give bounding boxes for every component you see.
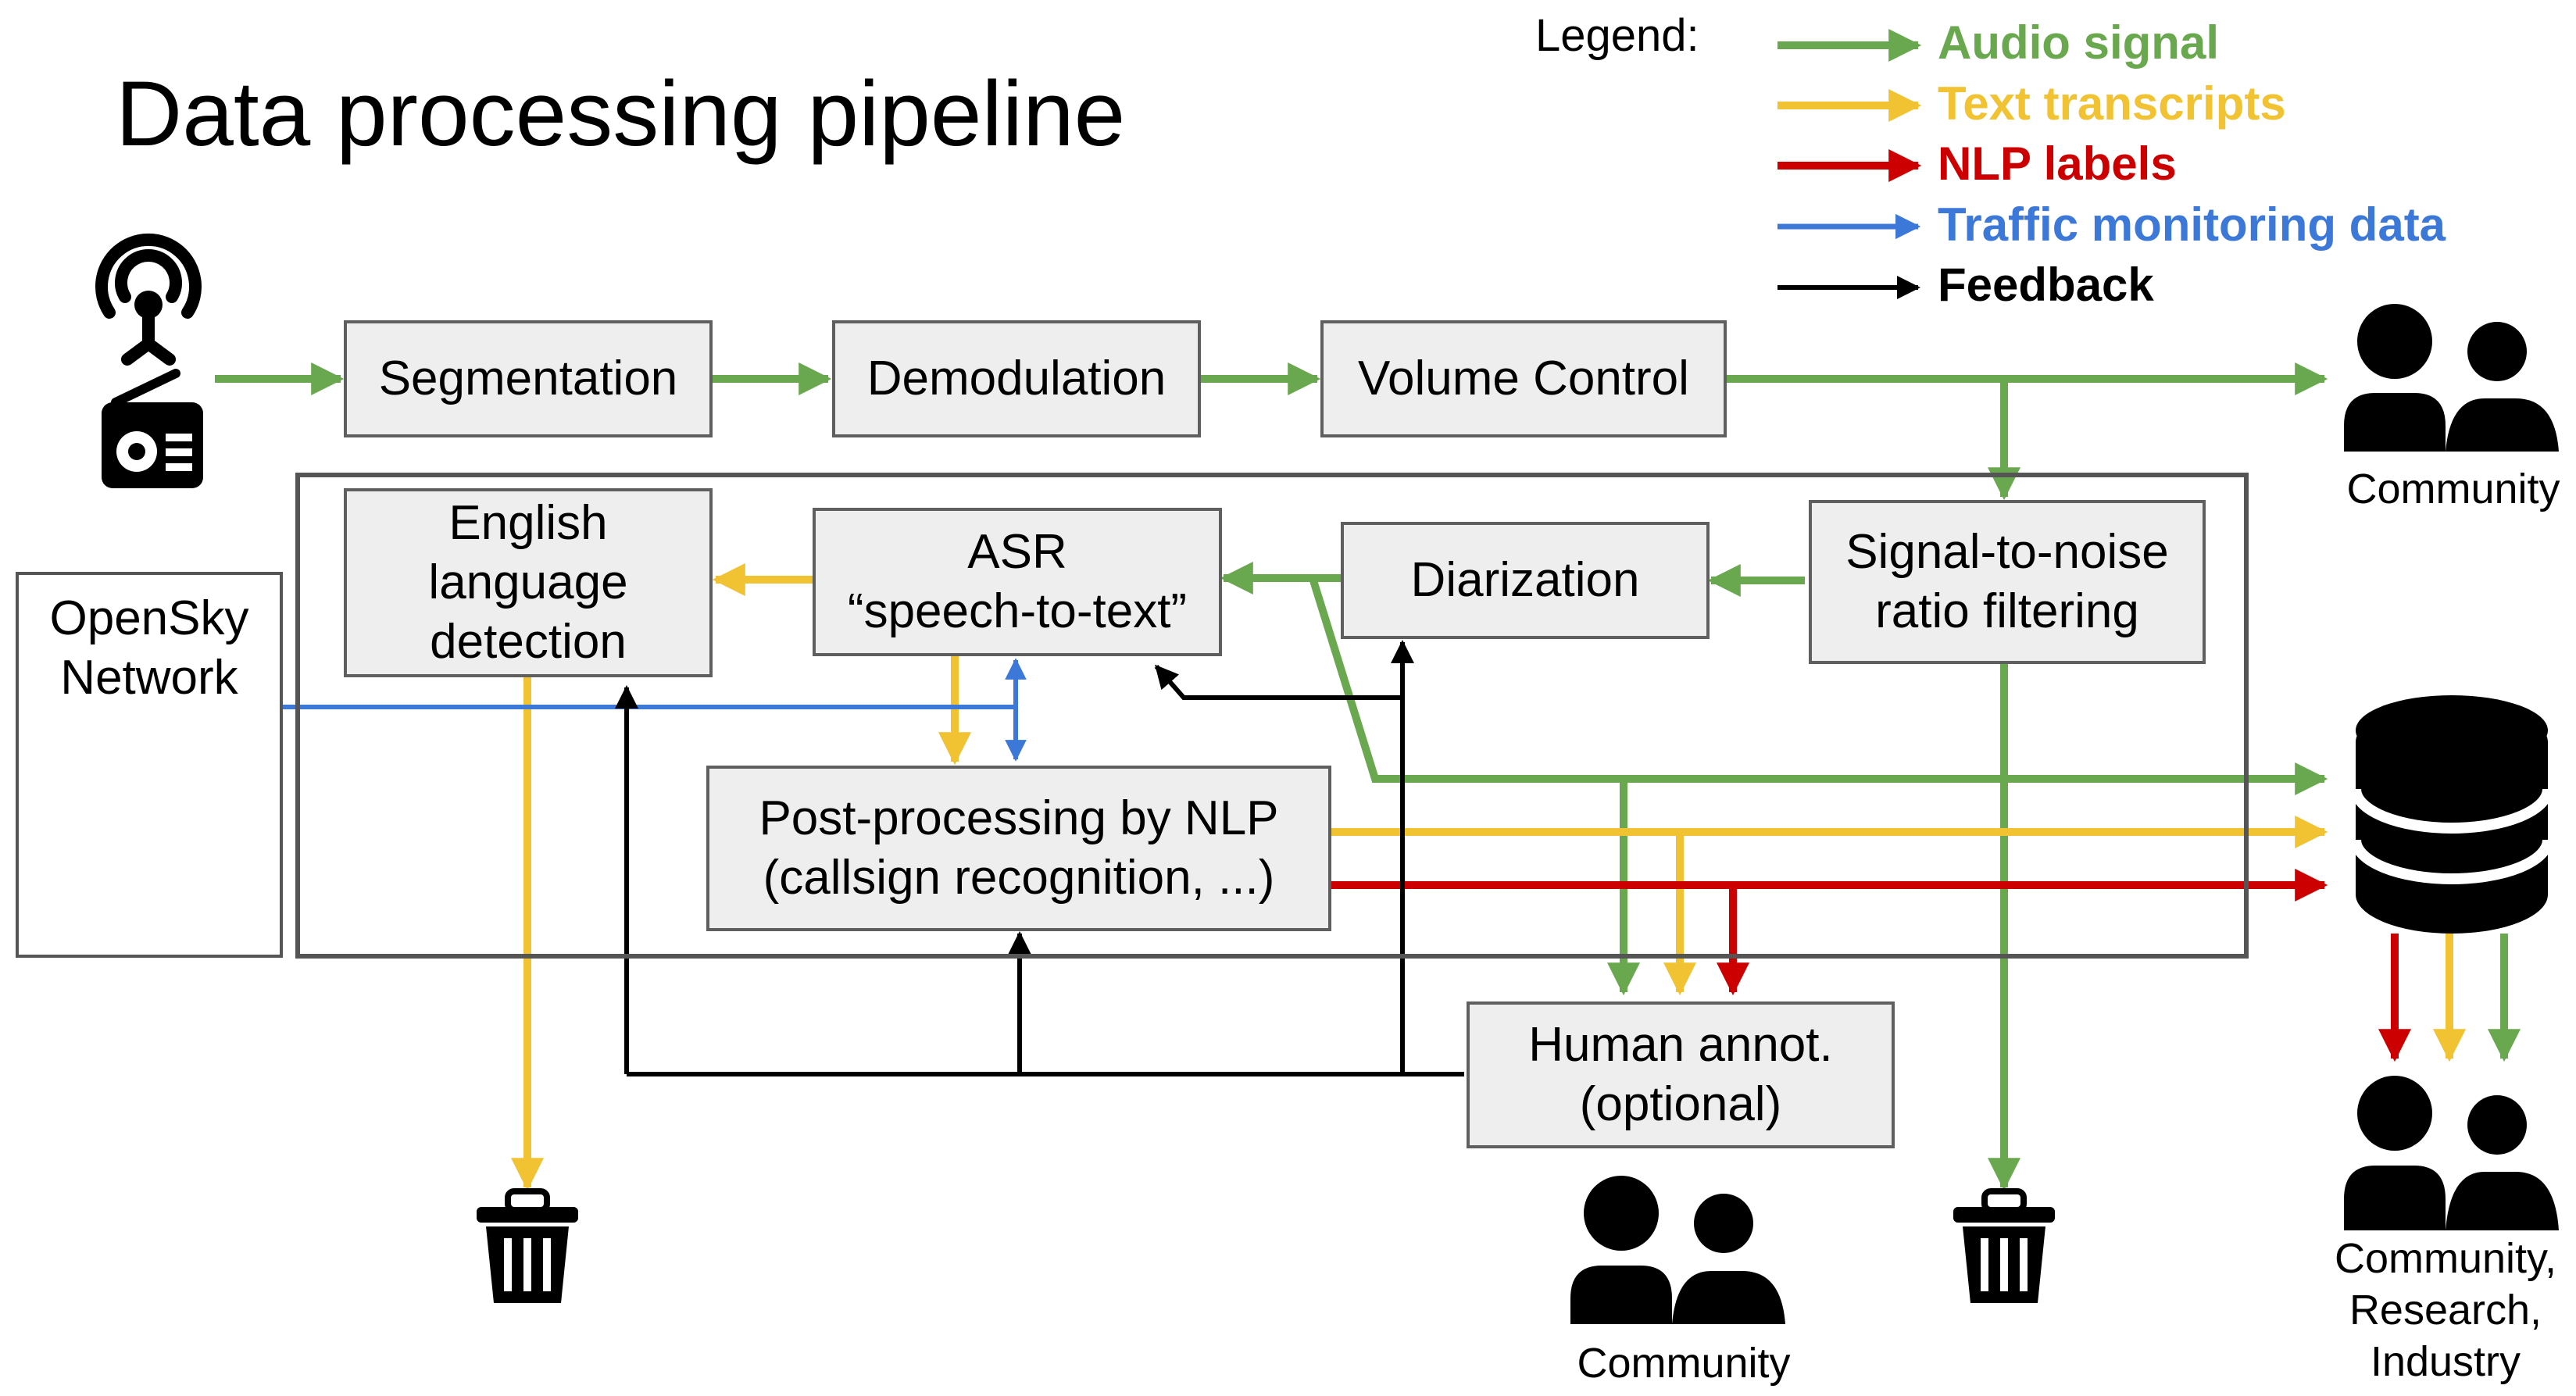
trash-icon [477, 1188, 578, 1303]
people-icon [1570, 1176, 1785, 1324]
traffic-data-arrows [283, 658, 1027, 762]
trash-icon [1953, 1188, 2055, 1303]
nlp-label-arrows [1328, 869, 2411, 1062]
database-icon [2350, 695, 2553, 934]
opensky-network-panel: OpenSky Network [16, 572, 283, 958]
radio-icon [102, 369, 203, 488]
community-bottom-caption: Community [1577, 1340, 1791, 1387]
antenna-icon [95, 233, 202, 366]
feedback-arrows [615, 640, 1464, 1076]
diarization-box: Diarization [1341, 522, 1710, 639]
legend-label-audio: Audio signal [1938, 16, 2219, 69]
opensky-label: OpenSky Network [49, 591, 249, 705]
legend-label-feedback: Feedback [1938, 259, 2154, 311]
community-top-caption: Community [2346, 466, 2560, 512]
segmentation-box: Segmentation [344, 320, 713, 437]
legend-arrows [1777, 29, 1922, 299]
asr-box: ASR “speech-to-text” [813, 508, 1222, 656]
demodulation-box: Demodulation [832, 320, 1201, 437]
human-annotation-box: Human annot. (optional) [1467, 1001, 1895, 1148]
post-processing-box: Post-processing by NLP (callsign recogni… [706, 766, 1331, 931]
community-research-industry-caption: Community, Research, Industry [2334, 1235, 2557, 1385]
page-title: Data processing pipeline [116, 62, 1126, 166]
legend-title: Legend: [1535, 10, 1699, 61]
snr-filtering-box: Signal-to-noise ratio filtering [1809, 500, 2206, 664]
volume-control-box: Volume Control [1320, 320, 1727, 437]
people-icon [2344, 1076, 2559, 1230]
people-icon [2344, 304, 2559, 452]
legend-label-traffic: Traffic monitoring data [1938, 198, 2446, 251]
processing-frame [295, 473, 2249, 959]
legend-label-text: Text transcripts [1938, 77, 2286, 130]
legend-label-nlp: NLP labels [1938, 137, 2177, 190]
english-detection-box: English language detection [344, 488, 713, 677]
